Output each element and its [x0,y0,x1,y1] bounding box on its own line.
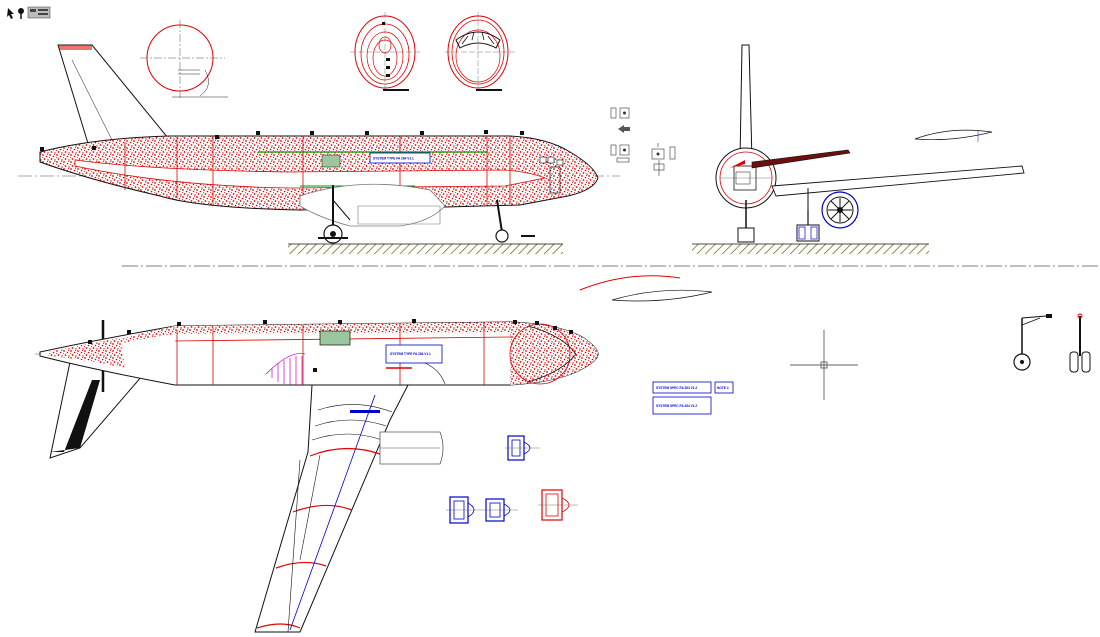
front-wing [771,165,1025,197]
bearing-detail-2 [446,496,482,524]
vertical-tail [57,44,169,151]
spec-box-1-note: NOTE 4 [717,386,729,390]
ground-hatch-side [288,244,563,254]
fuselage-cross-section [140,20,228,100]
layers-icon[interactable] [27,6,51,19]
bearing-detail-4 [538,489,578,521]
view-front-icon[interactable] [651,143,676,176]
top-system-tag: SYSTEM TYPE FA 284 V1.1 [390,352,431,356]
side-main-gear [318,185,351,244]
pin-icon[interactable] [18,8,24,19]
spec-box-1-text: SYSTEM SPEC FA 284 V1.2 [656,386,697,390]
spec-box-1: SYSTEM SPEC FA 284 V1.2 NOTE 4 [652,381,734,394]
front-view [692,44,1025,254]
spec-box-2-text: SYSTEM SPEC FA 284 V1.2 [656,404,697,408]
top-horizontal-stabilizer [49,361,143,459]
view-icons[interactable] [610,107,676,176]
bearing-detail-3 [482,498,518,522]
view-top-icon[interactable] [610,107,630,119]
side-engine-nacelle [299,183,446,227]
bearing-detail-1 [505,435,540,461]
front-main-gear [737,200,820,243]
nose-front-view-2 [445,12,515,92]
top-view: SYSTEM TYPE FA 284 V1.1 [39,275,1091,633]
arrow-left-icon[interactable] [618,125,630,133]
pointer-icon[interactable] [7,8,14,19]
front-engine [821,191,859,229]
ground-hatch-front [692,244,929,254]
airfoil-profile-1 [914,129,993,141]
side-nose-gear [495,199,535,243]
side-view: SYSTEM TYPE FA 284 V1.1 [39,44,599,254]
top-system-tag-box [385,344,443,364]
toolbar[interactable] [7,6,51,19]
view-side-icon[interactable] [610,144,630,163]
side-system-tag-box [369,152,431,164]
side-system-tag: SYSTEM TYPE FA 284 V1.1 [373,157,414,161]
crosshair-cursor [790,330,858,400]
nose-front-view-1 [350,12,420,92]
gear-detail-side [1013,314,1052,371]
airfoil-profile-2 [611,289,713,302]
spec-box-2: SYSTEM SPEC FA 284 V1.2 [652,396,712,415]
top-wing [254,384,409,633]
gear-detail-front [1069,313,1091,373]
